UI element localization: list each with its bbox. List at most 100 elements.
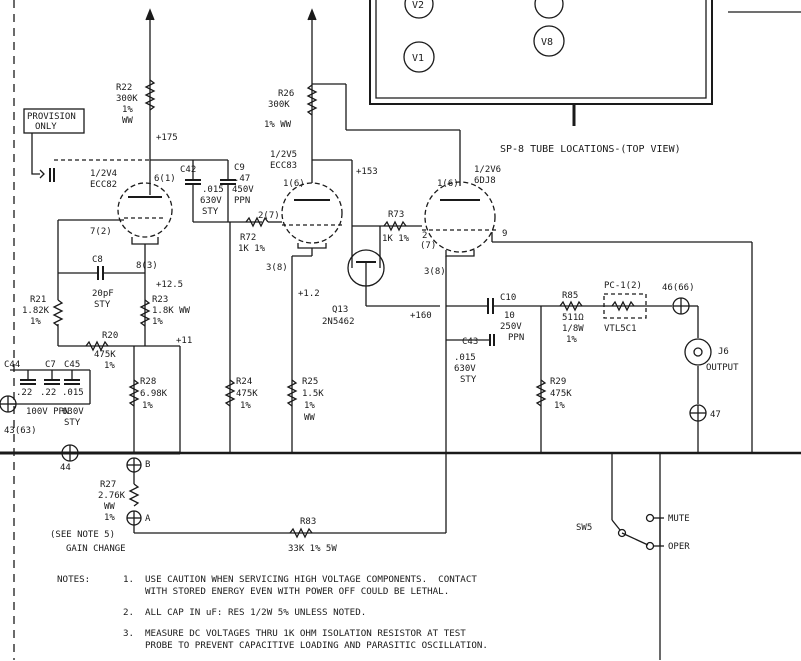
c9-val-2: 450V (232, 185, 254, 195)
switch-mute-label: MUTE (668, 514, 690, 524)
r22-tol: 1% (122, 105, 133, 115)
c45-val-1: .015 (62, 388, 84, 398)
c8-val-1: 20pF (92, 289, 114, 299)
c45-val-3: STY (64, 418, 81, 428)
v5-pin-grid: 2(7) (258, 211, 280, 221)
r23-ref: R23 (152, 295, 168, 305)
note-number: 3. (123, 628, 135, 639)
c10-ref: C10 (500, 293, 516, 303)
r85-watt: 1/8W (562, 324, 584, 334)
tube-v5 (281, 182, 343, 244)
v5-label-2: ECC83 (270, 161, 297, 171)
c42-val-2: 630V (200, 196, 222, 206)
r72-ref: R72 (240, 233, 256, 243)
c7-ref: C7 (45, 360, 56, 370)
voltage-11: +11 (176, 336, 192, 346)
provision-label-1: PROVISION (27, 112, 76, 122)
r25-type: WW (304, 413, 315, 423)
v6-label-1: 1/2V6 (474, 165, 501, 175)
r24-ref: R24 (236, 377, 252, 387)
r21-ref: R21 (30, 295, 46, 305)
note-item-2: 2. ALL CAP IN uF: RES 1/2W 5% UNLESS NOT… (57, 607, 797, 619)
c10-val-2: 250V (500, 322, 522, 332)
j6-ref: J6 (718, 347, 729, 357)
r83-value: 33K 1% 5W (288, 544, 337, 554)
tube-v8-label: V8 (541, 37, 553, 48)
r85-value: 511Ω (562, 313, 584, 323)
v4-pin-cathode: 8(3) (136, 261, 158, 271)
c9-val-1: .47 (234, 174, 250, 184)
note-text: USE CAUTION WHEN SERVICING HIGH VOLTAGE … (145, 574, 477, 597)
r73-value: 1K 1% (382, 234, 410, 244)
c9-ref: C9 (234, 163, 245, 173)
c42-val-3: STY (202, 207, 219, 217)
r29-ref: R29 (550, 377, 566, 387)
c45-ref: C45 (64, 360, 80, 370)
r26-value: 300K (268, 100, 290, 110)
test-point-43: 43(63) (4, 426, 37, 436)
r20-value: 475K (94, 350, 116, 360)
note-item-3: 3. MEASURE DC VOLTAGES THRU 1K OHM ISOLA… (57, 628, 797, 652)
r29-tol: 1% (554, 401, 565, 411)
r85-tol: 1% (566, 335, 577, 345)
test-point-46: 46(66) (662, 283, 695, 293)
tube-v4 (117, 182, 173, 238)
r26-ref: R26 (278, 89, 294, 99)
r22-value: 300K (116, 94, 138, 104)
note-item-1: NOTES: 1. USE CAUTION WHEN SERVICING HIG… (57, 574, 797, 598)
v6-pin-plate: 1(6) (437, 179, 459, 189)
c8-val-2: STY (94, 300, 111, 310)
note-number: 1. (123, 574, 135, 585)
pc-ref: PC-1(2) (604, 281, 642, 291)
r24-tol: 1% (240, 401, 251, 411)
c42-val-1: .015 (202, 185, 224, 195)
v5-pin-cathode: 3(8) (266, 263, 288, 273)
voltage-1-2: +1.2 (298, 289, 320, 299)
c7-val: .22 (40, 388, 56, 398)
j6-label: OUTPUT (706, 363, 739, 373)
r72-value: 1K 1% (238, 244, 266, 254)
r27-value: 2.76K (98, 491, 126, 501)
r20-tol: 1% (104, 361, 115, 371)
gain-note-label: GAIN CHANGE (66, 544, 126, 554)
r83-ref: R83 (300, 517, 316, 527)
r27-tol: 1% (104, 513, 115, 523)
r25-ref: R25 (302, 377, 318, 387)
notes-section: NOTES: 1. USE CAUTION WHEN SERVICING HIG… (57, 574, 797, 661)
r22-ref: R22 (116, 83, 132, 93)
c8-ref: C8 (92, 255, 103, 265)
r21-tol: 1% (30, 317, 41, 327)
v5-label-1: 1/2V5 (270, 150, 297, 160)
c43-val-1: .015 (454, 353, 476, 363)
v6-label-2: 6DJ8 (474, 176, 496, 186)
r28-value: 6.98K (140, 389, 168, 399)
gain-note-ref: (SEE NOTE 5) (50, 530, 115, 540)
voltage-12-5: +12.5 (156, 280, 183, 290)
r29-value: 475K (550, 389, 572, 399)
v5-pin-plate: 1(6) (283, 179, 305, 189)
tube-location-panel (369, 0, 713, 126)
r85-ref: R85 (562, 291, 578, 301)
v4-pin-grid: 7(2) (90, 227, 112, 237)
q13-part: 2N5462 (322, 317, 355, 327)
v6-pin-9: 9 (502, 229, 507, 239)
r25-value: 1.5K (302, 389, 324, 399)
tube-v1-label: V1 (412, 53, 424, 64)
note-text: MEASURE DC VOLTAGES THRU 1K OHM ISOLATIO… (145, 628, 488, 651)
r24-value: 475K (236, 389, 258, 399)
r23-tol: 1% (152, 317, 163, 327)
provision-label-2: ONLY (35, 122, 57, 132)
note-text: ALL CAP IN uF: RES 1/2W 5% UNLESS NOTED. (145, 607, 367, 618)
r27-type: WW (104, 502, 115, 512)
voltage-175: +175 (156, 133, 178, 143)
r22-type: WW (122, 116, 133, 126)
c43-val-2: 630V (454, 364, 476, 374)
r28-tol: 1% (142, 401, 153, 411)
q13-ref: Q13 (332, 305, 348, 315)
v6-pin-cathode: 3(8) (424, 267, 446, 277)
r21-value: 1.82K (22, 306, 50, 316)
c42-ref: C42 (180, 165, 196, 175)
r28-ref: R28 (140, 377, 156, 387)
c44-rating: 100V PPN (26, 407, 69, 417)
